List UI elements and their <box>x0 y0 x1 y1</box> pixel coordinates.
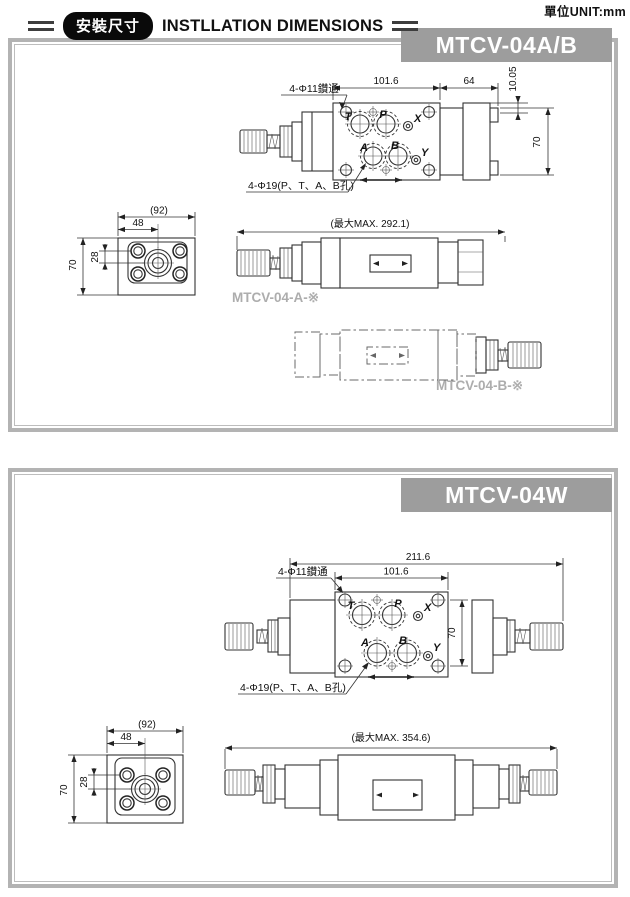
dim-70-end <box>77 237 118 296</box>
valve-body-side <box>301 237 484 289</box>
spring-symbol <box>268 133 279 150</box>
panel-mtcv-04w: MTCV-04W <box>8 468 618 888</box>
model-label-a: MTCV-04-A-※ <box>232 290 319 305</box>
dim-70-w <box>450 599 468 667</box>
panel-mtcv-04ab: MTCV-04A/B <box>8 28 618 432</box>
hole-note-w: 4-Φ11鑽通 <box>278 565 328 578</box>
dim-92-w <box>106 726 184 753</box>
bolt-holes-w <box>337 592 446 674</box>
dim-70-end-w <box>68 754 107 824</box>
dim-70 <box>500 107 554 176</box>
dim-text-92: (92) <box>150 206 168 217</box>
port-note-leader <box>246 163 366 193</box>
port-label-t: T <box>345 111 353 123</box>
port-label-a: A <box>359 142 368 154</box>
dim-48-w <box>107 738 146 774</box>
dim-text-70: 70 <box>532 136 543 148</box>
model-label-b: MTCV-04-B-※ <box>436 378 523 393</box>
port-note: 4-Φ19(P、T、A、B孔) <box>248 179 354 192</box>
end-view-w: (92) 48 28 70 <box>59 720 184 824</box>
port-label-p-w: P <box>394 598 402 610</box>
end-view-ab: (92) 48 28 70 <box>68 206 196 296</box>
unit-label: 單位UNIT:mm <box>544 5 626 19</box>
mounting-face <box>117 237 196 296</box>
dim-text-101-6-w: 101.6 <box>383 567 408 578</box>
adjust-knob-side-right <box>498 764 558 804</box>
adjust-knob-right <box>516 622 564 651</box>
mounting-face-w <box>106 754 184 824</box>
dim-text-max-292: (最大MAX. 292.1) <box>331 217 410 230</box>
section-title: INSTLLATION DIMENSIONS <box>162 16 384 35</box>
port-label-b-w: B <box>399 635 407 647</box>
section-badge: 安裝尺寸 <box>63 12 154 40</box>
port-label-a-w: A <box>360 637 369 649</box>
plan-view-w: T P X A B Y 211.6 101.6 4-Φ11鑽通 70 4-Φ19… <box>224 552 564 695</box>
valve-body-side-w <box>284 754 500 821</box>
hole-note-leader-w <box>276 577 343 593</box>
dim-92 <box>117 212 196 236</box>
adjust-knob-side-left <box>224 764 286 804</box>
dim-211-6 <box>289 558 564 621</box>
hole-note-leader <box>281 94 348 109</box>
header-rule-left <box>28 21 54 31</box>
dim-text-92-w: (92) <box>138 720 156 731</box>
section-header: 安裝尺寸 INSTLLATION DIMENSIONS <box>28 12 419 40</box>
dim-text-28-w: 28 <box>79 776 90 788</box>
port-holes-w <box>346 594 434 672</box>
dim-101-6 <box>332 83 441 100</box>
dim-text-48: 48 <box>132 218 144 229</box>
port-label-b: B <box>391 140 399 152</box>
dim-text-64: 64 <box>463 76 475 87</box>
plan-view-ab: T P X A B Y 101.6 64 10.05 70 4-Φ11鑽 <box>239 66 554 193</box>
adjust-knob <box>239 129 268 154</box>
dim-text-48-w: 48 <box>120 732 132 743</box>
side-view-a: (最大MAX. 292.1) MTCV-04-A-※ <box>232 217 506 305</box>
dim-text-70-w: 70 <box>447 627 458 639</box>
dim-text-211-6: 211.6 <box>406 552 431 563</box>
dim-text-28: 28 <box>90 251 101 263</box>
model-banner-ab: MTCV-04A/B <box>401 28 612 62</box>
adjust-knob-side <box>236 244 303 282</box>
dim-28-w <box>88 768 131 796</box>
port-note-w: 4-Φ19(P、T、A、B孔) <box>240 681 346 694</box>
model-banner-w: MTCV-04W <box>401 478 612 512</box>
dim-48 <box>118 224 159 248</box>
header-rule-right <box>392 21 419 31</box>
dim-text-70-end-w: 70 <box>59 784 70 796</box>
adjust-knob-left <box>224 622 269 651</box>
side-view-b: MTCV-04-B-※ <box>294 329 542 393</box>
port-label-x-w: X <box>423 602 432 614</box>
port-label-y: Y <box>421 147 430 159</box>
dim-28 <box>99 244 144 270</box>
hole-note: 4-Φ11鑽通 <box>289 82 339 95</box>
dim-64 <box>440 83 499 106</box>
dim-text-101-6: 101.6 <box>373 76 398 87</box>
port-note-leader-w <box>238 662 369 695</box>
valve-body-phantom <box>294 329 477 381</box>
port-label-x: X <box>413 113 422 125</box>
dim-101-6-w <box>334 572 449 590</box>
dim-max-354 <box>224 745 558 769</box>
pitch-marks <box>360 177 402 183</box>
dim-text-max-354: (最大MAX. 354.6) <box>352 731 431 744</box>
pitch-marks-w <box>368 674 414 680</box>
port-label-t-w: T <box>348 600 356 612</box>
dim-text-10-05: 10.05 <box>508 66 519 91</box>
adjust-knob-side-b <box>475 336 542 374</box>
port-label-y-w: Y <box>433 642 442 654</box>
port-holes <box>345 106 422 176</box>
side-view-w: (最大MAX. 354.6) <box>224 731 558 821</box>
bolt-holes <box>338 104 437 178</box>
dim-text-70-end: 70 <box>68 259 79 271</box>
dim-max-292 <box>236 229 506 250</box>
port-label-p: P <box>379 109 387 121</box>
